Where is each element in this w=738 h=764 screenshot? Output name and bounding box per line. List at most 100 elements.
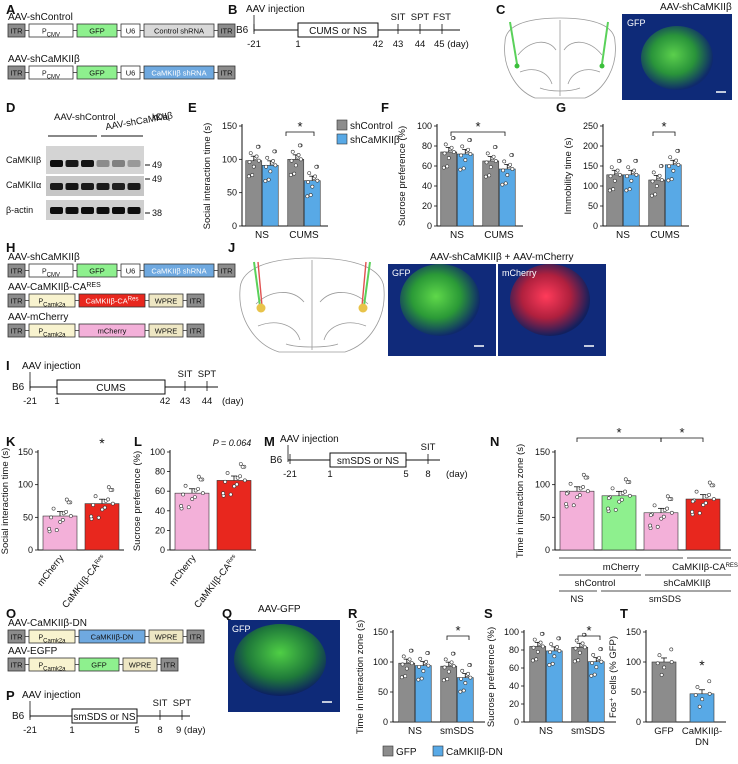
blot-kda: kDa [152, 112, 168, 122]
h-block-label-2-2: mCherry [98, 327, 127, 336]
o-block-label-1-2: GFP [91, 661, 106, 670]
chart-F-ytick-5: 100 [417, 121, 432, 131]
panel-label-b: B [228, 2, 237, 17]
chart-S-ytick-5: 100 [504, 627, 519, 637]
p-day-4: 9 (day) [176, 725, 206, 736]
chart-R-legend-swatch-0 [382, 745, 394, 757]
panel-label-p: P [6, 688, 15, 703]
chart-L-xlabel-0: mCherry [167, 553, 198, 589]
panel-j-channel-gfp: GFP [392, 268, 411, 278]
needle-j-r2 [361, 261, 367, 307]
blot-band-0-1 [65, 160, 79, 167]
a-block-label-0-5: ITR [220, 27, 233, 36]
panel-c-title: AAV-shCaMKIIβ [660, 2, 732, 13]
h-block-label-0-5: ITR [220, 267, 233, 276]
panel-j-brain: AAV-shCaMKIIβ + AAV-mCherry GFP mCherry [239, 252, 606, 356]
blot-band-0-2 [81, 160, 94, 167]
chart-N-ytick-1: 50 [540, 512, 550, 522]
chart-F-ytick-0: 0 [427, 221, 432, 231]
panel-c-channel: GFP [627, 18, 646, 28]
chart-T-xlabel-1a: CaMKIIβ- [682, 726, 722, 737]
chart-T-ylabel: Fos⁺ cells (% GFP) [608, 636, 619, 718]
blot-band-1-4 [112, 183, 125, 190]
chart-T-ytick-3: 150 [626, 627, 641, 637]
blot-band-1-5 [127, 183, 141, 190]
chart-E-xlabel-1: CUMS [289, 230, 319, 241]
chart-K-ytick-3: 150 [18, 447, 33, 457]
chart-E-ytick-2: 100 [222, 154, 237, 164]
chart-G-ytick-0: 0 [593, 221, 598, 231]
chart-E-legend-swatch-1 [336, 133, 348, 145]
m-day-0: -21 [283, 469, 297, 480]
a-block-label-0-3: U6 [126, 27, 136, 36]
chart-R-xlabel-0: NS [408, 726, 422, 737]
a-block-label-0-1: PCMV [42, 29, 60, 39]
chart-K-ytick-2: 100 [18, 480, 33, 490]
chart-S-xlabel-0: NS [539, 726, 553, 737]
h-block-label-2-4: ITR [189, 327, 202, 336]
panel-q-channel: GFP [232, 624, 251, 634]
chart-T-bar-0 [651, 661, 677, 723]
panel-label-q: Q [222, 606, 232, 621]
p-treatment: smSDS or NS [73, 712, 136, 723]
panel-j-channel-mcherry: mCherry [502, 268, 537, 278]
blot-band-0-0 [50, 160, 63, 167]
o-block-label-1-4: ITR [163, 661, 176, 670]
h-block-label-1-2: CaMKIIβ-CARes [86, 297, 139, 306]
m-day-4: (day) [446, 469, 468, 480]
h-block-label-0-3: U6 [126, 267, 136, 276]
blot-marker-2: 49 [152, 174, 162, 184]
chart-K-ytick-0: 0 [28, 545, 33, 555]
blot-band-1-3 [96, 183, 110, 190]
chart-R-ytick-1: 50 [378, 687, 388, 697]
i-test-0: SIT [178, 369, 193, 380]
h-block-1-4 [186, 293, 205, 308]
panel-label-d: D [6, 100, 15, 115]
h-block-0-5 [217, 263, 236, 278]
needle-j-l1 [253, 261, 261, 307]
panel-label-l: L [134, 434, 142, 449]
chart-K-ylabel: Social interaction time (s) [0, 448, 11, 555]
chart-N-ytick-2: 100 [535, 480, 550, 490]
i-test-1: SPT [198, 369, 217, 380]
p-day-1: 1 [69, 725, 74, 736]
o-block-1-4 [160, 657, 179, 672]
chart-L-ytick-2: 40 [155, 506, 165, 516]
i-day-0: -21 [23, 396, 37, 407]
o-construct-name-0: AAV-CaMKIIβ-DN [8, 618, 87, 629]
chart-L-ytick-0: 0 [160, 545, 165, 555]
chart-T-ytick-0: 0 [636, 717, 641, 727]
panel-label-k: K [6, 434, 16, 449]
injection-site-j-left [256, 303, 266, 313]
p-injection: AAV injection [22, 690, 81, 701]
chart-S-ytick-0: 0 [514, 717, 519, 727]
chart-G-ytick-1: 50 [588, 201, 598, 211]
o-construct-name-1: AAV-EGFP [8, 646, 58, 657]
mcherry-signal-j [510, 264, 590, 336]
blot-band-1-1 [65, 183, 79, 190]
needle-j-l2 [257, 261, 263, 307]
injection-site-j-right [358, 303, 368, 313]
panel-label-g: G [556, 100, 566, 115]
chart-F-bar-0-1 [456, 153, 474, 227]
a-construct-name-0: AAV-shControl [8, 12, 73, 23]
chart-N-group-mcherry: mCherry [603, 562, 640, 573]
chart-E-ytick-0: 0 [232, 221, 237, 231]
chart-S-xlabel-1: smSDS [571, 726, 605, 737]
a-block-label-1-5: ITR [220, 69, 233, 78]
panel-label-t: T [620, 606, 628, 621]
i-injection: AAV injection [22, 361, 81, 372]
chart-F-xlabel-0: NS [450, 230, 464, 241]
i-day-3: 43 [180, 396, 191, 407]
chart-N-sig-1: * [679, 425, 684, 440]
h-construct-name-0: AAV-shCaMKIIβ [8, 252, 80, 263]
chart-S-ytick-3: 60 [509, 663, 519, 673]
panel-label-e: E [188, 100, 197, 115]
chart-L-ytick-4: 80 [155, 467, 165, 477]
h-block-label-1-1: PCamk2a [38, 299, 66, 309]
